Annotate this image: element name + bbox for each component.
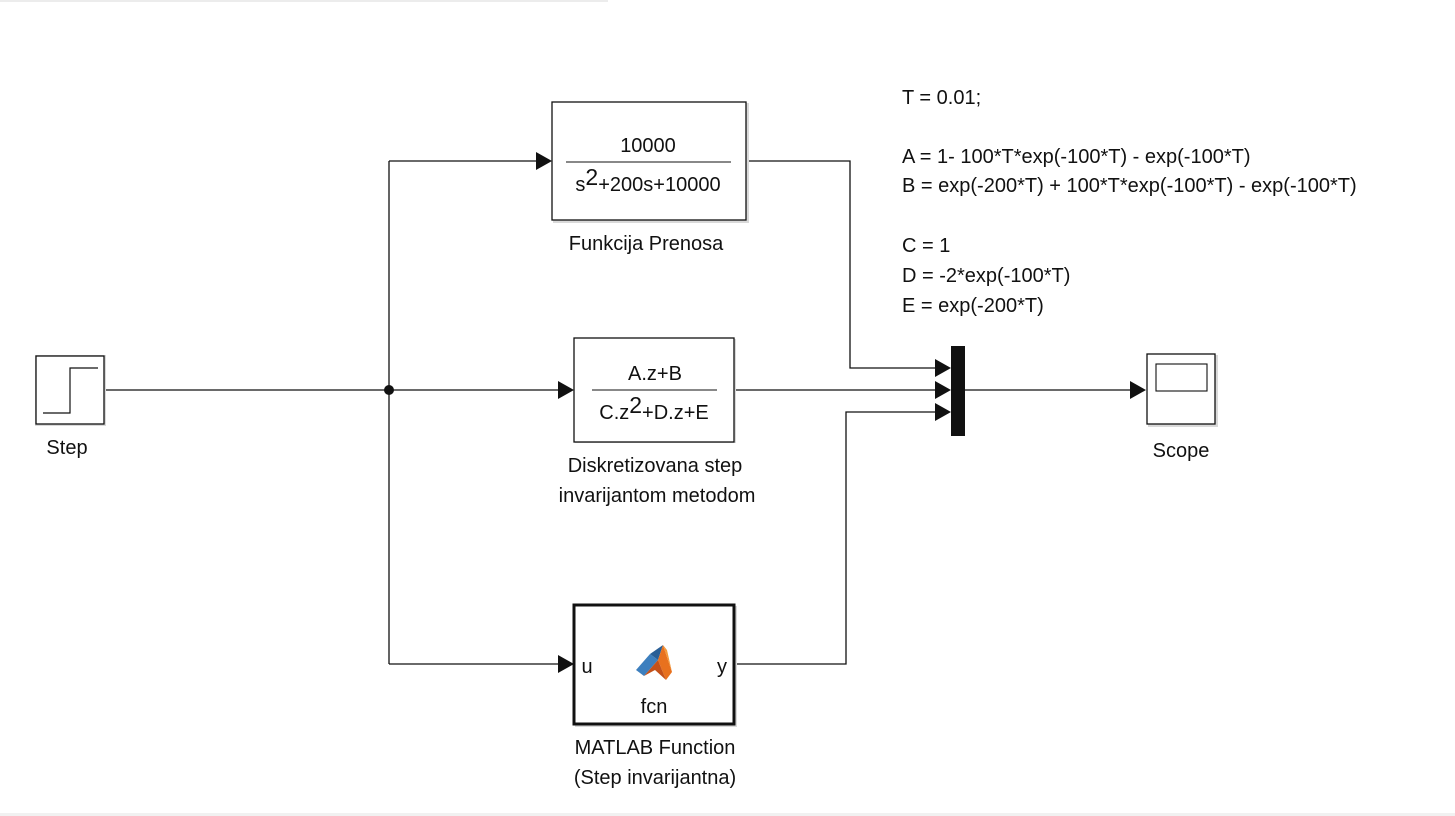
parameter-annotation[interactable]: T = 0.01; A = 1- 100*T*exp(-100*T) - exp… [902,87,1357,317]
step-label: Step [46,437,87,459]
annotation-line-8: E = exp(-200*T) [902,295,1044,317]
step-icon [43,367,98,414]
discrete-tf-block[interactable]: A.z+B C.z2+D.z+E [573,337,736,443]
arrowhead-matlab-fcn-input [558,655,574,673]
signal-transfer-fcn-to-mux[interactable] [747,160,936,369]
annotation-line-4: B = exp(-200*T) + 100*T*exp(-100*T) - ex… [902,175,1357,197]
arrowhead-mux-input-3 [935,403,951,421]
arrowhead-discrete-tf-input [558,381,574,399]
discrete-tf-label-line-1: Diskretizovana step [568,455,743,477]
signal-matlab-fcn-to-mux[interactable] [736,411,936,665]
mux-block[interactable] [951,346,965,436]
matlab-fcn-block[interactable]: u y fcn [572,603,737,727]
discrete-tf-numerator: A.z+B [628,363,682,385]
discrete-tf-denominator: C.z2+D.z+E [599,392,709,424]
annotation-line-6: C = 1 [902,235,950,257]
scope-label: Scope [1153,440,1210,462]
step-block[interactable] [35,355,106,426]
discrete-tf-label-line-2: invarijantom metodom [559,485,756,507]
transfer-fcn-denominator: s2+200s+10000 [575,164,720,196]
matlab-logo-icon [636,645,672,680]
branch-point [384,385,394,395]
annotation-line-3: A = 1- 100*T*exp(-100*T) - exp(-100*T) [902,146,1251,168]
top-edge-strip [0,0,608,2]
annotation-line-1: T = 0.01; [902,87,981,109]
scope-screen-icon [1155,363,1208,392]
arrowhead-scope-input [1130,381,1146,399]
arrowheads [536,152,1146,673]
transfer-fcn-numerator: 10000 [620,135,676,157]
bottom-edge-strip [0,813,1455,816]
matlab-fcn-function-name: fcn [641,696,668,718]
arrowhead-transfer-fcn-input [536,152,552,170]
matlab-fcn-output-port-label: y [717,656,727,678]
matlab-fcn-label-line-1: MATLAB Function [575,737,736,759]
matlab-fcn-input-port-label: u [581,656,592,678]
transfer-fcn-block[interactable]: 10000 s2+200s+10000 [551,101,749,223]
matlab-fcn-label-line-2: (Step invarijantna) [574,767,736,789]
arrowhead-mux-input-1 [935,359,951,377]
arrowhead-mux-input-2 [935,381,951,399]
signal-lines [104,160,1131,665]
annotation-line-7: D = -2*exp(-100*T) [902,265,1070,287]
transfer-fcn-label: Funkcija Prenosa [569,233,724,255]
scope-block[interactable] [1146,353,1218,427]
